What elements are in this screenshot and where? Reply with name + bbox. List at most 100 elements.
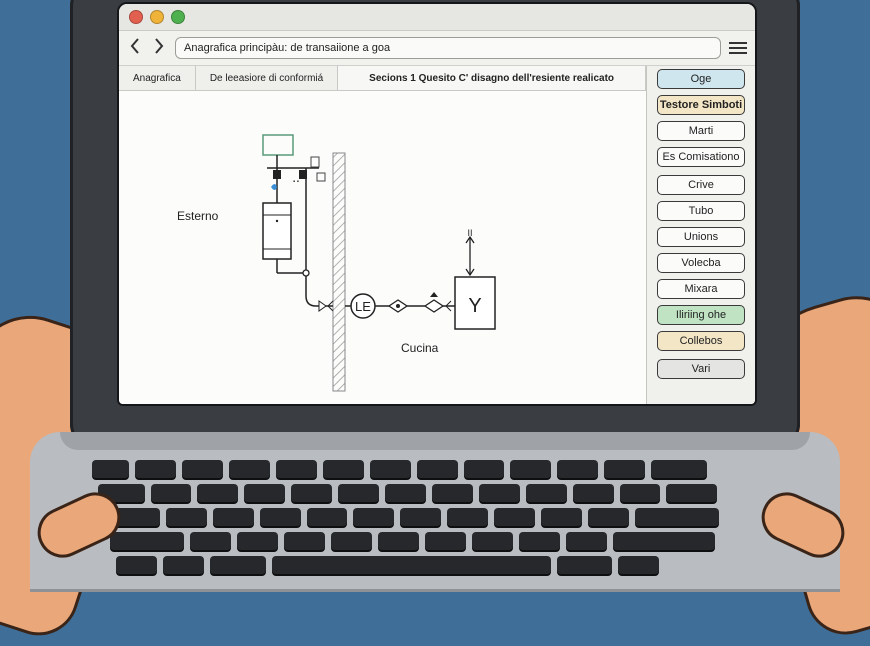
regulator-box[interactable] xyxy=(262,134,294,156)
keyboard-key xyxy=(385,484,426,502)
valve-icon[interactable] xyxy=(423,299,445,313)
drop-icon xyxy=(271,184,277,190)
gas-system-diagram: ▪ ▪ xyxy=(262,134,496,392)
hamburger-menu-icon[interactable] xyxy=(729,42,747,54)
keyboard-key xyxy=(271,556,551,574)
keyboard-key xyxy=(604,460,646,478)
keyboard-key xyxy=(494,508,536,526)
keyboard-key xyxy=(619,484,661,502)
keyboard-key xyxy=(572,484,614,502)
keyboard-key xyxy=(212,508,254,526)
diagram-area: Anagrafica De leeasiore di conformiá Sec… xyxy=(119,66,646,404)
close-window-button[interactable] xyxy=(129,10,143,24)
sidebar-button-9[interactable]: Iliriing ohe xyxy=(657,305,745,325)
sidebar-button-label: Iliriing ohe xyxy=(675,309,727,321)
sidebar-button-5[interactable]: Tubo xyxy=(657,201,745,221)
tab-label: De leeasiore di conformiá xyxy=(209,72,324,84)
address-bar[interactable]: Anagrafica principàu: de transaiione a g… xyxy=(175,37,721,59)
keyboard-key xyxy=(447,508,489,526)
keyboard-key xyxy=(424,532,466,550)
tab-sezione-disegno[interactable]: Secions 1 Quesito C' disagno dell'resien… xyxy=(338,66,646,90)
keyboard-key xyxy=(471,532,513,550)
keyboard-key xyxy=(525,484,567,502)
sidebar-button-3[interactable]: Es Comisationo xyxy=(657,147,745,167)
sidebar-button-label: Unions xyxy=(683,231,719,243)
keyboard-key xyxy=(634,508,719,526)
keyboard-key xyxy=(150,484,192,502)
keyboard-key xyxy=(478,484,520,502)
forward-button[interactable] xyxy=(151,37,167,59)
sidebar-button-1[interactable]: Testore Simboti xyxy=(657,95,745,115)
keyboard-key xyxy=(92,460,130,478)
keyboard-key xyxy=(510,460,552,478)
sidebar-button-2[interactable]: Marti xyxy=(657,121,745,141)
keyboard-key xyxy=(369,460,411,478)
keyboard-key xyxy=(110,532,185,550)
sidebar-button-10[interactable]: Collebos xyxy=(657,331,745,351)
wall xyxy=(332,152,346,392)
sidebar-button-11[interactable]: Vari xyxy=(657,359,745,379)
drawing-canvas[interactable]: Esterno Cucina xyxy=(119,91,646,404)
keyboard-key xyxy=(518,532,560,550)
appliance-box[interactable] xyxy=(454,276,496,330)
keyboard-key xyxy=(331,532,373,550)
tab-anagrafica[interactable]: Anagrafica xyxy=(119,66,196,90)
keyboard-key xyxy=(306,508,348,526)
keyboard-key xyxy=(237,532,279,550)
keyboard-key xyxy=(541,508,582,526)
address-text: Anagrafica principàu: de transaiione a g… xyxy=(184,42,391,54)
keyboard-key xyxy=(463,460,505,478)
keyboard-key xyxy=(182,460,223,478)
back-button[interactable] xyxy=(127,37,143,59)
gas-pipe[interactable] xyxy=(305,276,333,307)
keyboard-key xyxy=(557,460,599,478)
sidebar-button-label: Marti xyxy=(688,125,714,137)
keyboard-key xyxy=(416,460,458,478)
sidebar-button-label: Vari xyxy=(691,363,711,375)
sidebar-button-0[interactable]: Oge xyxy=(657,69,745,89)
sidebar-button-label: Volecba xyxy=(681,257,721,269)
chevron-left-icon xyxy=(130,38,139,54)
sidebar-button-6[interactable]: Unions xyxy=(657,227,745,247)
keyboard-key xyxy=(565,532,607,550)
keyboard-key xyxy=(556,556,613,574)
keyboard-key xyxy=(284,532,326,550)
laptop-hinge xyxy=(60,432,810,450)
keyboard-key xyxy=(275,460,317,478)
keyboard-key xyxy=(244,484,286,502)
keyboard-key xyxy=(400,508,442,526)
keyboard-key xyxy=(259,508,301,526)
tab-conformita[interactable]: De leeasiore di conformiá xyxy=(196,66,339,90)
outside-label: Esterno xyxy=(177,209,219,223)
keyboard-key xyxy=(618,556,660,574)
valve-icon[interactable] xyxy=(273,170,281,179)
gas-meter-cabinet[interactable] xyxy=(262,202,292,260)
keyboard xyxy=(92,460,782,580)
keyboard-key xyxy=(135,460,177,478)
keyboard-key xyxy=(197,484,239,502)
valve-icon[interactable] xyxy=(299,170,307,179)
sidebar-button-label: Es Comisationo xyxy=(662,151,740,163)
keyboard-key xyxy=(353,508,395,526)
keyboard-key xyxy=(431,484,473,502)
meter-label: LE xyxy=(355,299,371,314)
sidebar-button-4[interactable]: Crive xyxy=(657,175,745,195)
keyboard-key xyxy=(116,556,157,574)
sidebar-button-label: Testore Simboti xyxy=(659,99,743,111)
zoom-window-button[interactable] xyxy=(171,10,185,24)
keyboard-key xyxy=(666,484,717,502)
arrow-label: II xyxy=(467,228,472,238)
keyboard-key xyxy=(378,532,419,550)
tab-bar: Anagrafica De leeasiore di conformiá Sec… xyxy=(119,66,646,91)
keyboard-key xyxy=(612,532,715,550)
browser-toolbar: Anagrafica principàu: de transaiione a g… xyxy=(119,31,755,66)
keyboard-key xyxy=(322,460,364,478)
sidebar-button-label: Oge xyxy=(690,73,712,85)
keyboard-key xyxy=(651,460,707,478)
sidebar-button-8[interactable]: Mixara xyxy=(657,279,745,299)
sidebar-button-7[interactable]: Volecba xyxy=(657,253,745,273)
chevron-right-icon xyxy=(155,38,164,54)
minimize-window-button[interactable] xyxy=(150,10,164,24)
tab-label: Anagrafica xyxy=(133,72,181,84)
